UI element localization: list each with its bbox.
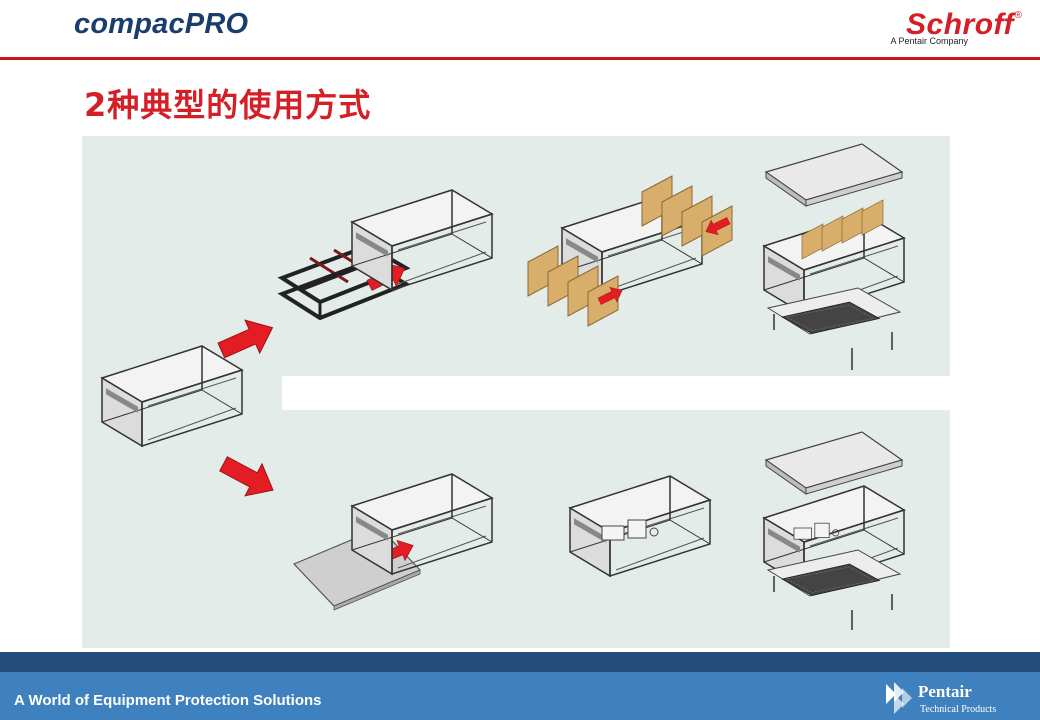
footer-band bbox=[0, 652, 1040, 672]
product-title: compacPRO bbox=[74, 8, 249, 40]
brand-registered-mark: ® bbox=[1014, 10, 1022, 21]
footer-tagline: A World of Equipment Protection Solution… bbox=[14, 692, 322, 709]
pentair-logo: Pentair Technical Products bbox=[882, 678, 1032, 718]
pentair-mark-icon bbox=[886, 682, 912, 714]
figure-divider bbox=[282, 376, 950, 410]
brand-name: Schroff bbox=[906, 8, 1014, 41]
footer-bar: A World of Equipment Protection Solution… bbox=[0, 672, 1040, 720]
base-case-icon bbox=[351, 189, 493, 291]
slide-title: 2种典型的使用方式 bbox=[84, 86, 372, 124]
base-case-icon bbox=[351, 473, 493, 575]
pentair-subtitle: Technical Products bbox=[920, 704, 997, 715]
pentair-name: Pentair bbox=[918, 682, 972, 701]
assembly-diagram bbox=[101, 143, 905, 630]
header-divider bbox=[0, 57, 1040, 60]
usage-illustration bbox=[82, 136, 950, 648]
schroff-logo: Schroff ® A Pentair Company bbox=[852, 8, 1022, 52]
cover-panel-icon bbox=[765, 431, 903, 495]
base-case-icon bbox=[101, 345, 243, 447]
arrow-icon bbox=[214, 447, 282, 507]
brand-tagline: A Pentair Company bbox=[890, 36, 968, 46]
cover-panel-icon bbox=[765, 143, 903, 207]
